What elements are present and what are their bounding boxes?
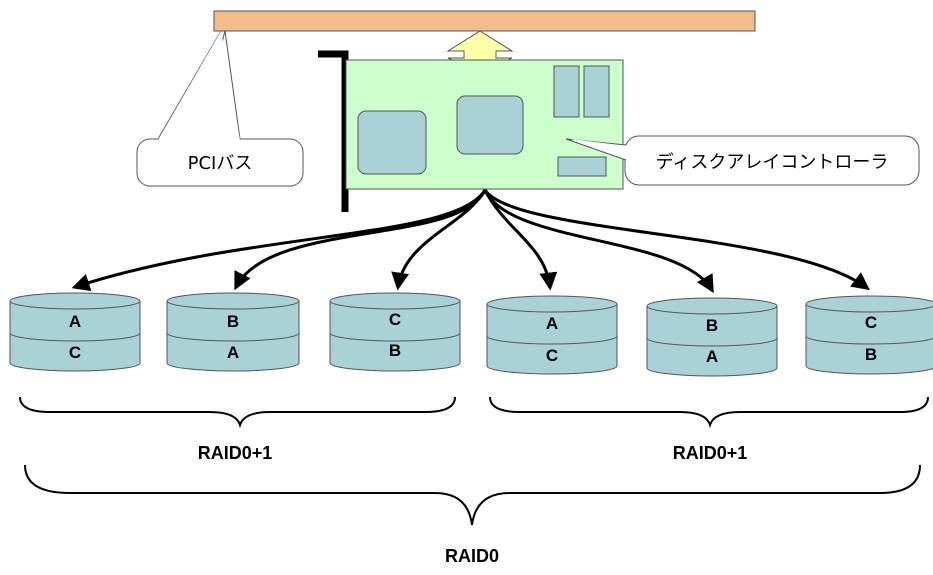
outer-group-label: RAID0: [445, 546, 499, 566]
disk-1: A C: [9, 292, 141, 372]
group-label-left: RAID0+1: [198, 443, 273, 463]
group-label-right: RAID0+1: [673, 443, 748, 463]
disk-3: C B: [329, 292, 461, 372]
group-brace-right: [489, 396, 929, 429]
disk-2-top-label: B: [227, 312, 239, 331]
chip-small: [557, 156, 607, 177]
cable-to-disk-6: [483, 189, 870, 291]
disk-2-bottom-label: A: [227, 343, 239, 362]
chip-memory-1: [553, 65, 580, 118]
disk-6: C B: [805, 295, 933, 375]
controller-label: ディスクアレイコントローラ: [656, 152, 889, 173]
chip-large-left: [357, 110, 427, 175]
disk-5-bottom-label: A: [706, 347, 718, 366]
pci-bus-label: PCIバス: [188, 153, 253, 174]
disk-3-bottom-label: B: [389, 341, 401, 360]
pci-bus-callout: PCIバス: [136, 30, 304, 187]
disk-4-top-label: A: [546, 314, 558, 333]
outer-brace: [24, 464, 921, 526]
chip-memory-2: [583, 65, 610, 118]
cable-to-disk-3: [391, 189, 487, 291]
disk-4-bottom-label: C: [546, 346, 558, 365]
cable-to-disk-1: [71, 189, 487, 292]
cable-to-disk-2: [234, 189, 487, 291]
disk-5: B A: [646, 297, 778, 377]
disk-2: B A: [166, 292, 300, 372]
pci-bus-bar: [213, 10, 756, 32]
controller-callout: ディスクアレイコントローラ: [565, 135, 920, 186]
disk-5-top-label: B: [706, 316, 718, 335]
card-bracket: [318, 50, 349, 212]
disk-4: A C: [486, 295, 618, 375]
disk-6-top-label: C: [865, 313, 877, 332]
cables: [71, 189, 870, 294]
disk-3-top-label: C: [389, 310, 401, 329]
cable-to-disk-5: [483, 189, 714, 294]
chip-processor: [456, 95, 524, 155]
group-brace-left: [19, 396, 456, 429]
disk-1-top-label: A: [69, 312, 81, 331]
disk-6-bottom-label: B: [865, 345, 877, 364]
disk-1-bottom-label: C: [69, 343, 81, 362]
